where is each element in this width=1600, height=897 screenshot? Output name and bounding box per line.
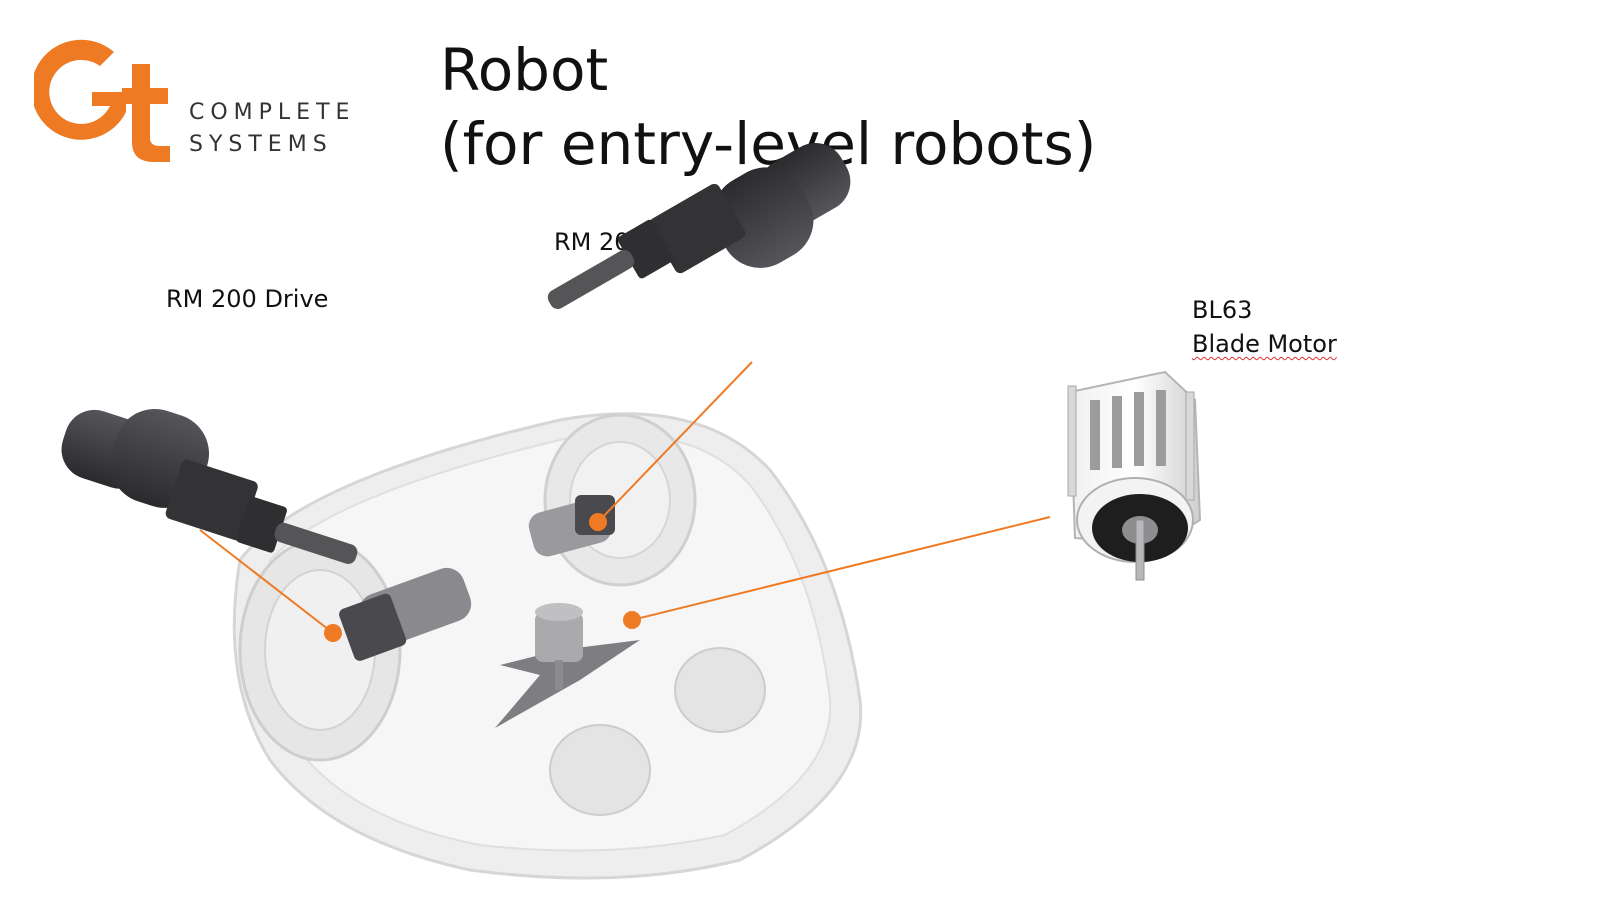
gt-logo-mark	[34, 39, 170, 162]
page-subtitle: (for entry-level robots)	[440, 110, 1097, 178]
label-drive-left: RM 200 Drive	[166, 285, 329, 313]
callout-dot-blade	[623, 611, 641, 629]
drive-motor-top	[547, 143, 851, 309]
label-blade-name-text: Blade Motor	[1192, 330, 1337, 358]
callout-dot-left-drive	[324, 624, 342, 642]
label-blade-name: Blade Motor	[1192, 330, 1337, 358]
callout-lines	[199, 361, 1051, 634]
blade-assembly	[495, 603, 640, 728]
callout-dot-top-drive	[589, 513, 607, 531]
drive-motor-left	[61, 408, 358, 564]
logo-text-complete: COMPLETE	[189, 100, 356, 125]
brand-logo: COMPLETE SYSTEMS	[34, 34, 374, 174]
label-blade-model: BL63	[1192, 296, 1253, 324]
logo-text-systems: SYSTEMS	[189, 132, 333, 157]
blade-motor-bl63	[1067, 370, 1202, 581]
page-title: Robot	[440, 36, 609, 104]
inner-drive-left	[339, 567, 472, 661]
